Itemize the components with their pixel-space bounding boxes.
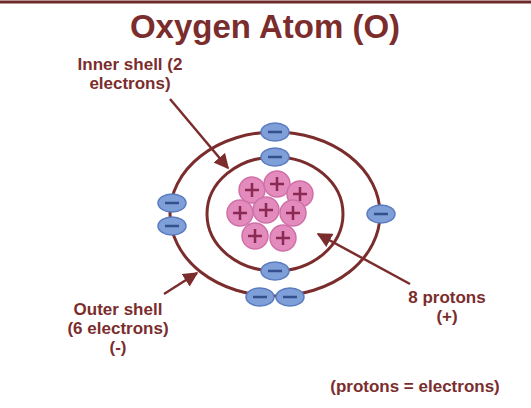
- proton-ball: [227, 200, 253, 226]
- outer-shell-ring: [170, 132, 380, 296]
- proton-ball: [280, 200, 306, 226]
- inner-shell-ring: [207, 157, 343, 271]
- minus-sign: [253, 296, 267, 299]
- plus-sign: [293, 187, 307, 201]
- plus-sign: [259, 203, 273, 217]
- callout-label: Inner shell (2 electrons): [78, 55, 183, 93]
- proton-ball: [270, 225, 296, 251]
- electron-ball: [261, 148, 289, 166]
- proton: [264, 171, 290, 197]
- electron: [367, 205, 395, 223]
- proton: [242, 223, 268, 249]
- proton-ball: [242, 223, 268, 249]
- electron-ball: [246, 288, 274, 306]
- plus-sign: [286, 206, 300, 220]
- minus-sign: [165, 225, 179, 228]
- plus-sign: [248, 229, 262, 243]
- electron: [158, 217, 186, 235]
- proton: [227, 200, 253, 226]
- electron: [246, 288, 274, 306]
- electron: [261, 262, 289, 280]
- electron-ball: [261, 123, 289, 141]
- electron: [261, 123, 289, 141]
- proton-ball: [264, 171, 290, 197]
- minus-sign: [283, 296, 297, 299]
- title: Oxygen Atom (O): [130, 8, 400, 46]
- electron-ball: [158, 217, 186, 235]
- callout-label: (protons = electrons): [329, 377, 502, 396]
- plus-sign: [270, 177, 284, 191]
- leader-line: [318, 234, 410, 284]
- minus-sign: [268, 131, 282, 134]
- callout-label: Outer shell (6 electrons) (-): [66, 300, 171, 357]
- nucleus: [227, 171, 313, 251]
- proton: [280, 200, 306, 226]
- leader-line: [170, 99, 228, 168]
- electron-ball: [367, 205, 395, 223]
- plus-sign: [233, 206, 247, 220]
- proton-ball: [253, 197, 279, 223]
- electron: [158, 194, 186, 212]
- plus-sign: [276, 231, 290, 245]
- plus-sign: [245, 183, 259, 197]
- leader-line: [164, 273, 197, 294]
- minus-sign: [268, 270, 282, 273]
- minus-sign: [268, 156, 282, 159]
- top-rule: [0, 1, 531, 4]
- electron-ball: [158, 194, 186, 212]
- electron-ball: [261, 262, 289, 280]
- electrons: [158, 123, 395, 306]
- proton: [253, 197, 279, 223]
- electron: [261, 148, 289, 166]
- electron: [276, 288, 304, 306]
- electron-ball: [276, 288, 304, 306]
- callout-label: 8 protons (+): [407, 288, 488, 326]
- minus-sign: [374, 213, 388, 216]
- proton: [270, 225, 296, 251]
- minus-sign: [165, 202, 179, 205]
